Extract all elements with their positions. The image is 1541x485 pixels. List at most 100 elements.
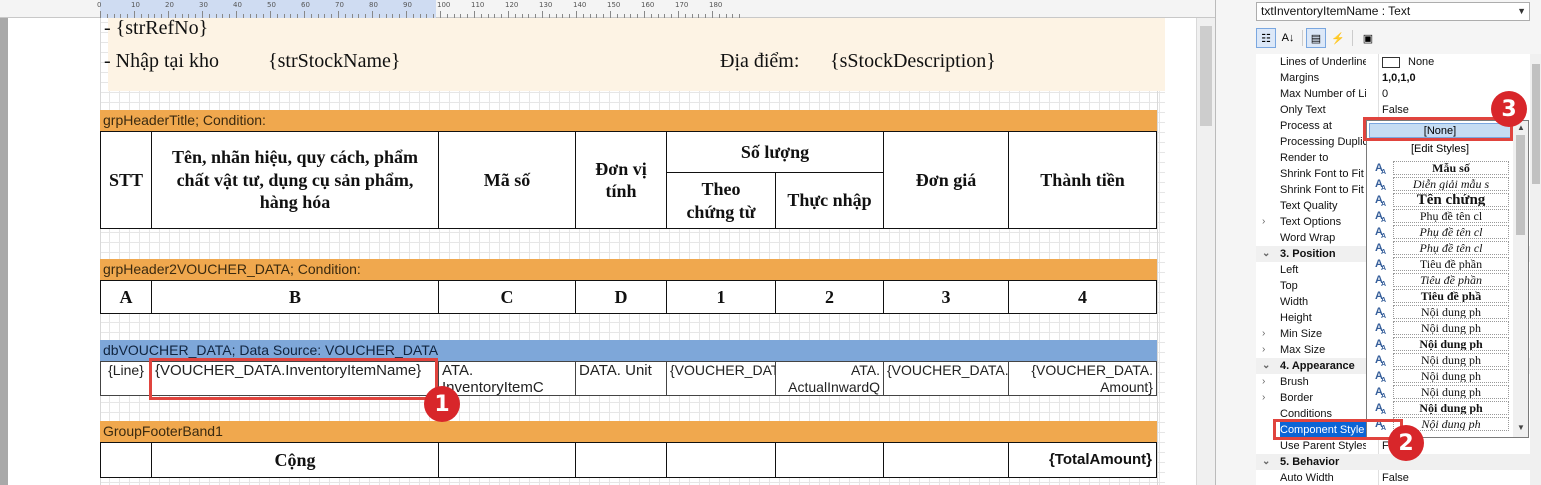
header-price[interactable]: Đơn giá (883, 131, 1009, 229)
property-row[interactable]: Left (1256, 262, 1530, 278)
expand-icon[interactable]: › (1262, 328, 1266, 339)
header-qty-actual[interactable]: Thực nhập (775, 172, 884, 229)
property-row[interactable]: Word Wrap (1256, 230, 1530, 246)
property-row[interactable]: ›Border (1256, 390, 1530, 406)
property-row[interactable]: Shrink Font to Fit (1256, 166, 1530, 182)
header-code[interactable]: Mã số (438, 131, 576, 229)
header-unit[interactable]: Đơn vị tính (575, 131, 667, 229)
footer-code-cell[interactable] (438, 442, 576, 478)
property-row[interactable]: ›Text Options (1256, 214, 1530, 230)
index-cell[interactable]: D (575, 280, 667, 314)
property-row[interactable]: ›Brush (1256, 374, 1530, 390)
property-row[interactable]: Process at (1256, 118, 1530, 134)
property-row[interactable]: ›Max Size (1256, 342, 1530, 358)
header-stt[interactable]: STT (100, 131, 152, 229)
collapse-icon[interactable]: ⌄ (1262, 360, 1271, 371)
property-row[interactable]: Shrink Font to Fit M (1256, 182, 1530, 198)
index-cell[interactable]: C (438, 280, 576, 314)
data-unit-price[interactable]: {VOUCHER_DATA.UnitPrice} (883, 361, 1009, 396)
data-line[interactable]: {Line} (100, 361, 152, 396)
property-row[interactable]: Top (1256, 278, 1530, 294)
component-selector[interactable]: txtInventoryItemName : Text ▼ (1256, 2, 1530, 21)
index-cell[interactable]: 4 (1008, 280, 1157, 314)
band-data[interactable]: dbVOUCHER_DATA; Data Source: VOUCHER_DAT… (100, 340, 1157, 361)
header-qty-voucher[interactable]: Theo chứng từ (666, 172, 776, 229)
index-cell[interactable]: 1 (666, 280, 776, 314)
expand-icon[interactable]: › (1262, 392, 1266, 403)
property-row[interactable]: Processing Duplicates (1256, 134, 1530, 150)
alphabetical-sort-icon[interactable]: A↓ (1281, 32, 1295, 44)
footer-total-label[interactable]: Cộng (151, 442, 439, 478)
header-item-name[interactable]: Tên, nhãn hiệu, quy cách, phẩm chất vật … (151, 131, 439, 229)
report-page[interactable]: - {strRefNo} - Nhập tại kho {strStockNam… (8, 17, 1212, 485)
property-grid-scrollbar[interactable] (1530, 54, 1541, 485)
collapse-icon[interactable]: ⌄ (1262, 456, 1271, 467)
header-amount[interactable]: Thành tiền (1008, 131, 1157, 229)
location-field[interactable]: {sStockDescription} (830, 50, 996, 72)
index-cell[interactable]: A (100, 280, 152, 314)
data-item-code[interactable]: ATA. InventoryItemC (438, 361, 576, 396)
property-row[interactable]: ⌄5. Behavior (1256, 454, 1530, 470)
chevron-down-icon[interactable]: ▼ (1517, 6, 1526, 16)
expand-icon[interactable]: › (1262, 376, 1266, 387)
band-header2[interactable]: grpHeader2VOUCHER_DATA; Condition: (100, 259, 1157, 280)
property-row[interactable]: Component Style (1256, 422, 1530, 438)
property-row[interactable]: Render to (1256, 150, 1530, 166)
property-row[interactable]: ›Min Size (1256, 326, 1530, 342)
data-amount[interactable]: {VOUCHER_DATA. Amount} (1008, 361, 1157, 396)
collapse-icon[interactable]: ⌄ (1262, 248, 1271, 259)
footer-unit-cell[interactable] (575, 442, 667, 478)
band-header-title[interactable]: grpHeaderTitle; Condition: (100, 110, 1157, 131)
data-unit[interactable]: DATA. Unit (575, 361, 667, 396)
property-row[interactable]: Conditions (1256, 406, 1530, 422)
data-quantity[interactable]: {VOUCHER_DATA.Quantity} (666, 361, 776, 396)
footer-actual-cell[interactable] (775, 442, 884, 478)
ref-no-field[interactable]: - {strRefNo} (104, 17, 209, 39)
index-cell[interactable]: 3 (883, 280, 1009, 314)
property-row[interactable]: Text Quality (1256, 198, 1530, 214)
property-row[interactable]: Height (1256, 310, 1530, 326)
stock-label[interactable]: - Nhập tại kho (104, 50, 219, 72)
location-label[interactable]: Địa điểm: (720, 50, 800, 72)
expand-icon[interactable]: › (1262, 216, 1266, 227)
footer-qty-cell[interactable] (666, 442, 776, 478)
style-option-edit[interactable]: [Edit Styles] (1410, 143, 1470, 155)
stock-name-field[interactable]: {strStockName} (268, 50, 401, 72)
events-lightning-icon[interactable]: ⚡ (1331, 32, 1345, 45)
expand-icon[interactable]: › (1262, 344, 1266, 355)
designer-vertical-scrollbar[interactable] (1196, 18, 1215, 485)
band-footer[interactable]: GroupFooterBand1 (100, 421, 1157, 442)
footer-price-cell[interactable] (883, 442, 1009, 478)
footer-stt-cell[interactable] (100, 442, 152, 478)
index-cell[interactable]: B (151, 280, 439, 314)
property-row[interactable]: Max Number of Lines0 (1256, 86, 1530, 102)
properties-tab-icon[interactable]: ▤ (1306, 28, 1326, 48)
data-actual-qty[interactable]: ATA. ActualInwardQ (775, 361, 884, 396)
categorized-view-icon[interactable]: ☷ (1256, 28, 1276, 48)
footer-total-value[interactable]: {TotalAmount} (1008, 442, 1157, 478)
header-quantity[interactable]: Số lượng (666, 131, 884, 173)
